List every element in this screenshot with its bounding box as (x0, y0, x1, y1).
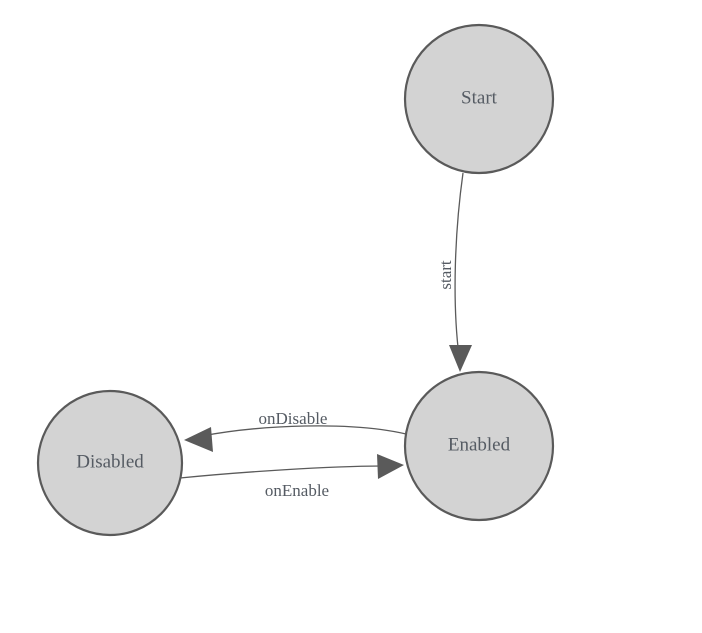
edge-path-enabled-to-disabled (201, 425, 407, 437)
edge-label-onenable: onEnable (265, 481, 329, 500)
node-disabled[interactable]: Disabled (36, 389, 184, 537)
node-circle-disabled[interactable] (36, 389, 184, 537)
arrowhead-icon-disabled-to-enabled (377, 454, 404, 479)
edge-disabled-to-enabled[interactable]: onEnable (179, 454, 404, 500)
node-label-start: Start (461, 87, 498, 108)
edge-label-start: start (436, 260, 455, 290)
edge-path-start-to-enabled (454, 172, 464, 357)
edge-start-to-enabled[interactable]: start (436, 172, 472, 372)
edge-path-disabled-to-enabled (179, 465, 387, 479)
edge-label-ondisable: onDisable (259, 409, 328, 428)
edge-enabled-to-disabled[interactable]: onDisable (184, 409, 407, 452)
node-circle-start[interactable] (403, 23, 555, 175)
arrowhead-icon-start-to-enabled (449, 345, 472, 372)
node-enabled[interactable]: Enabled (403, 370, 555, 522)
node-circle-enabled[interactable] (403, 370, 555, 522)
arrowhead-icon-enabled-to-disabled (184, 427, 213, 452)
node-label-enabled: Enabled (448, 434, 511, 455)
node-label-disabled: Disabled (76, 451, 144, 472)
node-start[interactable]: Start (403, 23, 555, 175)
